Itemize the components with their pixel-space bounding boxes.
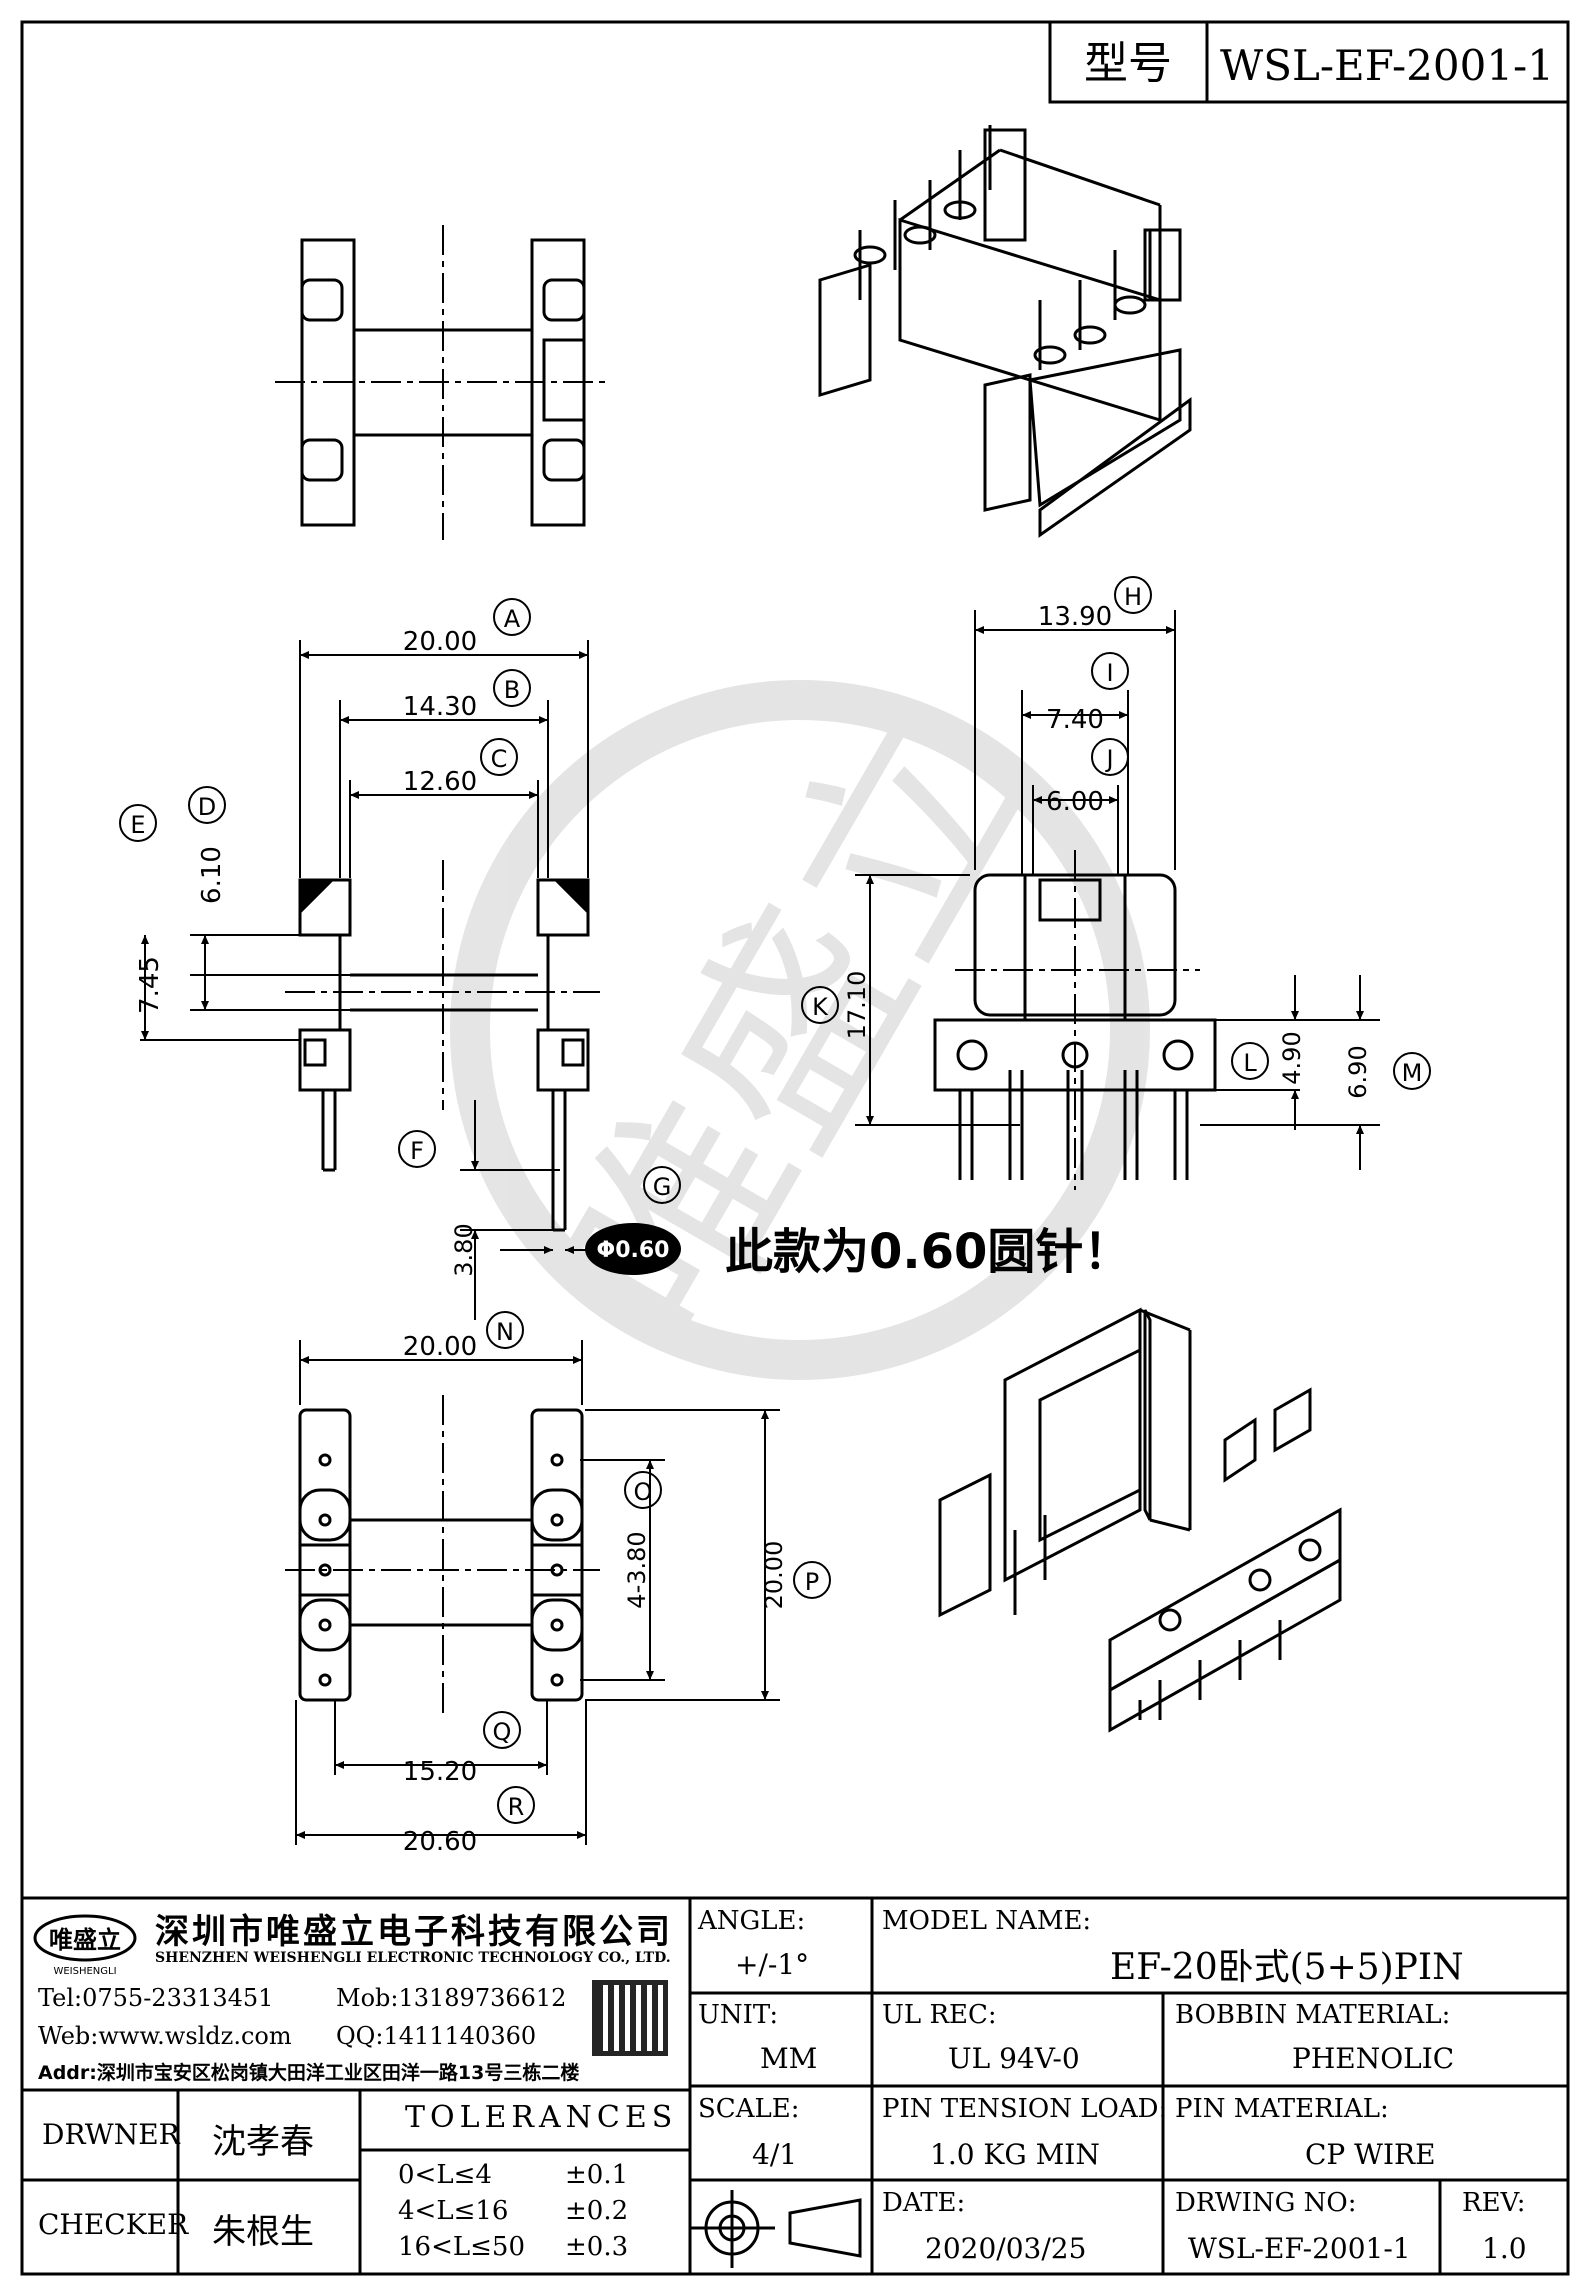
dim-B-value: 14.30 [403,692,477,722]
dim-P-tag: P [805,1568,819,1596]
dim-E-tag: E [130,811,145,839]
company-logo: 唯盛立 WEISHENGLI [33,1914,137,1977]
iso-view-bottom [938,1307,1342,1733]
pin-material-label: PIN MATERIAL: [1175,2094,1389,2124]
dim-K-tag: K [812,993,829,1021]
dim-E-value: 7.45 [135,956,165,1014]
dim-R-value: 20.60 [403,1827,477,1857]
side-view-dimensions [855,610,1380,1170]
part-number: WSL-EF-2001-1 [1220,41,1554,90]
svg-text:WEISHENGLI: WEISHENGLI [53,1966,116,1977]
dim-L-tag: L [1243,1049,1257,1077]
dim-M-tag: M [1402,1059,1423,1087]
company-mob: Mob:13189736612 [336,1984,567,2012]
bottom-view-labels: 20.00 N O 4-3.80 P 20.00 Q 15.20 R 20.60 [403,1311,831,1857]
qr-code [592,1980,668,2056]
checker-value: 朱根生 [212,2212,314,2252]
drawing-no-value: WSL-EF-2001-1 [1188,2232,1411,2265]
projection-symbol [690,2190,862,2268]
checker-label: CHECKER [38,2208,189,2241]
tolerance-range-2: 4<L≤16 [398,2196,509,2226]
dim-A-tag: A [504,605,521,633]
company-qq: QQ:1411140360 [336,2022,537,2050]
tension-label: PIN TENSION LOAD: [882,2094,1168,2124]
company-tel: Tel:0755-23313451 [38,1984,274,2012]
bobbin-value: PHENOLIC [1292,2042,1455,2075]
svg-text:唯盛立: 唯盛立 [49,1926,121,1954]
unit-label: UNIT: [698,2000,779,2030]
dim-N-value: 20.00 [403,1332,477,1362]
dim-D-value: 6.10 [197,846,227,904]
dim-F-tag: F [410,1137,424,1165]
tension-value: 1.0 KG MIN [930,2138,1100,2171]
ul-label: UL REC: [882,2000,997,2030]
dim-C-value: 12.60 [403,767,477,797]
dim-I-tag: I [1106,659,1113,687]
dim-C-tag: C [491,745,508,773]
dim-O-tag: O [634,1478,653,1506]
drawer-value: 沈孝春 [212,2122,314,2162]
dim-M-value: 6.90 [1344,1045,1372,1098]
model-label: MODEL NAME: [882,1906,1092,1936]
dim-D-tag: D [198,793,216,821]
rev-value: 1.0 [1482,2232,1527,2265]
dim-B-tag: B [504,676,520,704]
company-name-cn: 深圳市唯盛立电子科技有限公司 [155,1912,673,1952]
date-value: 2020/03/25 [925,2232,1087,2265]
drawer-label: DRWNER [42,2118,180,2151]
unit-value: MM [760,2042,818,2075]
model-value: EF-20卧式(5+5)PIN [1110,1947,1464,1988]
company-web: Web:www.wsldz.com [38,2022,292,2050]
dim-R-tag: R [508,1793,525,1821]
dim-L-value: 4.90 [1278,1031,1306,1084]
tolerance-range-3: 16<L≤50 [398,2232,526,2262]
bobbin-label: BOBBIN MATERIAL: [1175,2000,1451,2030]
bottom-view [285,1395,600,1715]
ul-value: UL 94V-0 [948,2042,1080,2075]
bottom-view-dimensions [295,1340,780,1845]
scale-value: 4/1 [752,2138,798,2171]
dim-G-tag: G [653,1173,672,1201]
dim-I-value: 7.40 [1046,705,1104,735]
dim-H-tag: H [1124,583,1142,611]
tolerances-label: TOLERANCES [405,2100,678,2135]
iso-view-top [818,125,1192,538]
rev-label: REV: [1462,2188,1526,2218]
scale-label: SCALE: [698,2094,800,2124]
tolerance-value-2: ±0.2 [565,2196,629,2226]
front-view-labels: 20.00 A 14.30 B 12.60 C D 6.10 E 7.45 F … [119,598,1131,1280]
tolerance-value-1: ±0.1 [565,2160,629,2190]
company-name-en: SHENZHEN WEISHENGLI ELECTRONIC TECHNOLOG… [155,1950,671,1966]
part-number-header: 型号 WSL-EF-2001-1 [1048,20,1570,104]
dim-J-value: 6.00 [1046,787,1104,817]
drawing-no-label: DRWING NO: [1175,2188,1357,2218]
front-view-dimensions [140,640,600,1320]
dim-P-value: 20.00 [760,1541,788,1610]
type-label: 型号 [1084,38,1172,89]
company-addr: Addr:深圳市宝安区松岗镇大田洋工业区田洋一路13号三栋二楼 [38,2062,580,2084]
top-view [275,225,610,540]
date-label: DATE: [882,2188,966,2218]
dim-O-value: 4-3.80 [623,1531,651,1608]
dim-N-tag: N [496,1318,514,1346]
pin-material-value: CP WIRE [1305,2138,1436,2171]
side-view-labels: 13.90 H I 7.40 J 6.00 K 17.10 L 4.90 M 6… [801,576,1431,1099]
tolerance-range-1: 0<L≤4 [398,2160,492,2190]
title-block-grid [20,1896,1570,2276]
dim-K-value: 17.10 [843,971,871,1040]
dim-A-value: 20.00 [403,627,477,657]
angle-label: ANGLE: [698,1906,806,1936]
dim-Q-value: 15.20 [403,1757,477,1787]
angle-value: +/-1° [735,1948,810,1981]
dim-H-value: 13.90 [1038,602,1112,632]
dim-F-value: 3.80 [450,1223,478,1276]
front-view [285,860,600,1232]
dim-J-tag: J [1104,745,1113,773]
tolerance-value-3: ±0.3 [565,2232,629,2262]
dim-G-value: Φ0.60 [597,1238,670,1263]
side-view [933,850,1217,1190]
round-pin-note: 此款为0.60圆针！ [725,1224,1131,1280]
dim-Q-tag: Q [493,1718,512,1746]
